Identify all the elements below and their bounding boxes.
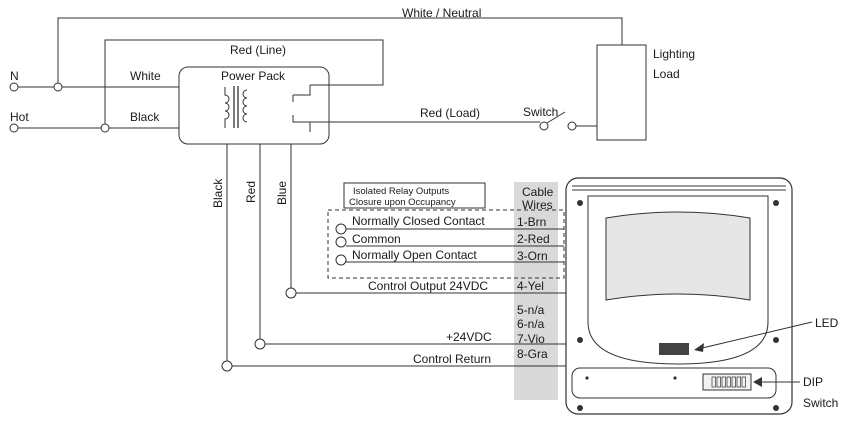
cable-wire-5: 5-n/a (517, 303, 545, 317)
switch-terminal-a (539, 121, 549, 131)
cable-wire-7: 7-Vio (517, 332, 545, 346)
no-contact-label: Normally Open Contact (352, 248, 477, 262)
red-load-label: Red (Load) (420, 106, 480, 120)
relay-contact-upper (292, 84, 329, 102)
red-line-wire (104, 39, 384, 128)
cable-header-line1: Cable (522, 185, 554, 199)
dip-callout-arrowhead (753, 377, 762, 387)
dip-switch-toggles (711, 376, 746, 388)
sensor-screw-br (773, 405, 779, 411)
switch-label: Switch (523, 105, 558, 119)
lighting-label-line1: Lighting (653, 47, 695, 61)
sensor-screw-tl (577, 200, 583, 206)
sensor-lower-dot-1 (585, 376, 589, 380)
black-label: Black (130, 110, 160, 124)
white-neutral-wire (57, 17, 623, 87)
relay-outputs-dashed-box (327, 209, 565, 279)
hot-label: Hot (10, 110, 29, 124)
occupancy-sensor (565, 177, 793, 415)
sensor-screw-ml (577, 337, 583, 343)
secondary-coil (242, 89, 248, 123)
hot-junction (100, 123, 110, 133)
led-label: LED (815, 316, 839, 330)
n-label: N (10, 69, 19, 83)
white-label: White (130, 69, 161, 83)
plus24-label: +24VDC (446, 330, 492, 344)
switch-lever (546, 111, 566, 124)
dip-label-line2: Switch (803, 396, 838, 410)
sensor-top-ridges (572, 185, 786, 191)
plus24-terminal (254, 338, 266, 350)
cable-wire-4: 4-Yel (517, 279, 544, 293)
sensor-screw-mr (773, 337, 779, 343)
relay-header-box (343, 182, 486, 209)
cable-wire-6: 6-n/a (517, 317, 545, 331)
dip-label-line1: DIP (803, 375, 823, 389)
cable-wire-3: 3-Orn (517, 249, 548, 263)
nc-contact-terminal (335, 223, 347, 235)
nc-contact-label: Normally Closed Contact (352, 214, 485, 228)
power-pack-box (178, 66, 330, 145)
led-callout-arrowhead (694, 343, 704, 352)
relay-header-line1: Isolated Relay Outputs (353, 186, 449, 197)
sensor-led (659, 343, 689, 355)
cable-wires-column (514, 182, 558, 400)
cable-wire-8: 8-Gra (517, 347, 548, 361)
sensor-screw-bl (577, 405, 583, 411)
sensor-lower-dot-2 (673, 376, 677, 380)
cable-header-line2: Wires (522, 198, 553, 212)
common-label: Common (352, 232, 401, 246)
white-neutral-label: White / Neutral (402, 6, 481, 20)
sensor-screw-tr (773, 200, 779, 206)
red-vertical-label: Red (244, 181, 258, 203)
control-output-label: Control Output 24VDC (368, 279, 488, 293)
control-output-terminal (285, 287, 297, 299)
common-terminal (335, 236, 347, 248)
cable-wire-1: 1-Brn (517, 215, 546, 229)
switch-terminal-b (567, 121, 577, 131)
red-line-label: Red (Line) (230, 43, 286, 57)
relay-header-line2: Closure upon Occupancy (349, 197, 456, 208)
lighting-label-line2: Load (653, 67, 680, 81)
sensor-lens (605, 211, 751, 301)
control-return-label: Control Return (413, 352, 491, 366)
n-junction (53, 82, 63, 92)
cable-wire-2: 2-Red (517, 232, 550, 246)
power-pack-title: Power Pack (221, 69, 286, 83)
primary-coil (224, 87, 230, 128)
control-return-terminal (221, 360, 233, 372)
blue-vertical-label: Blue (275, 181, 289, 205)
led-callout-line (697, 321, 813, 350)
n-terminal (9, 82, 19, 92)
hot-terminal (9, 123, 19, 133)
lighting-load-box (596, 44, 647, 141)
no-contact-terminal (335, 254, 347, 266)
black-vertical-label: Black (211, 178, 225, 208)
